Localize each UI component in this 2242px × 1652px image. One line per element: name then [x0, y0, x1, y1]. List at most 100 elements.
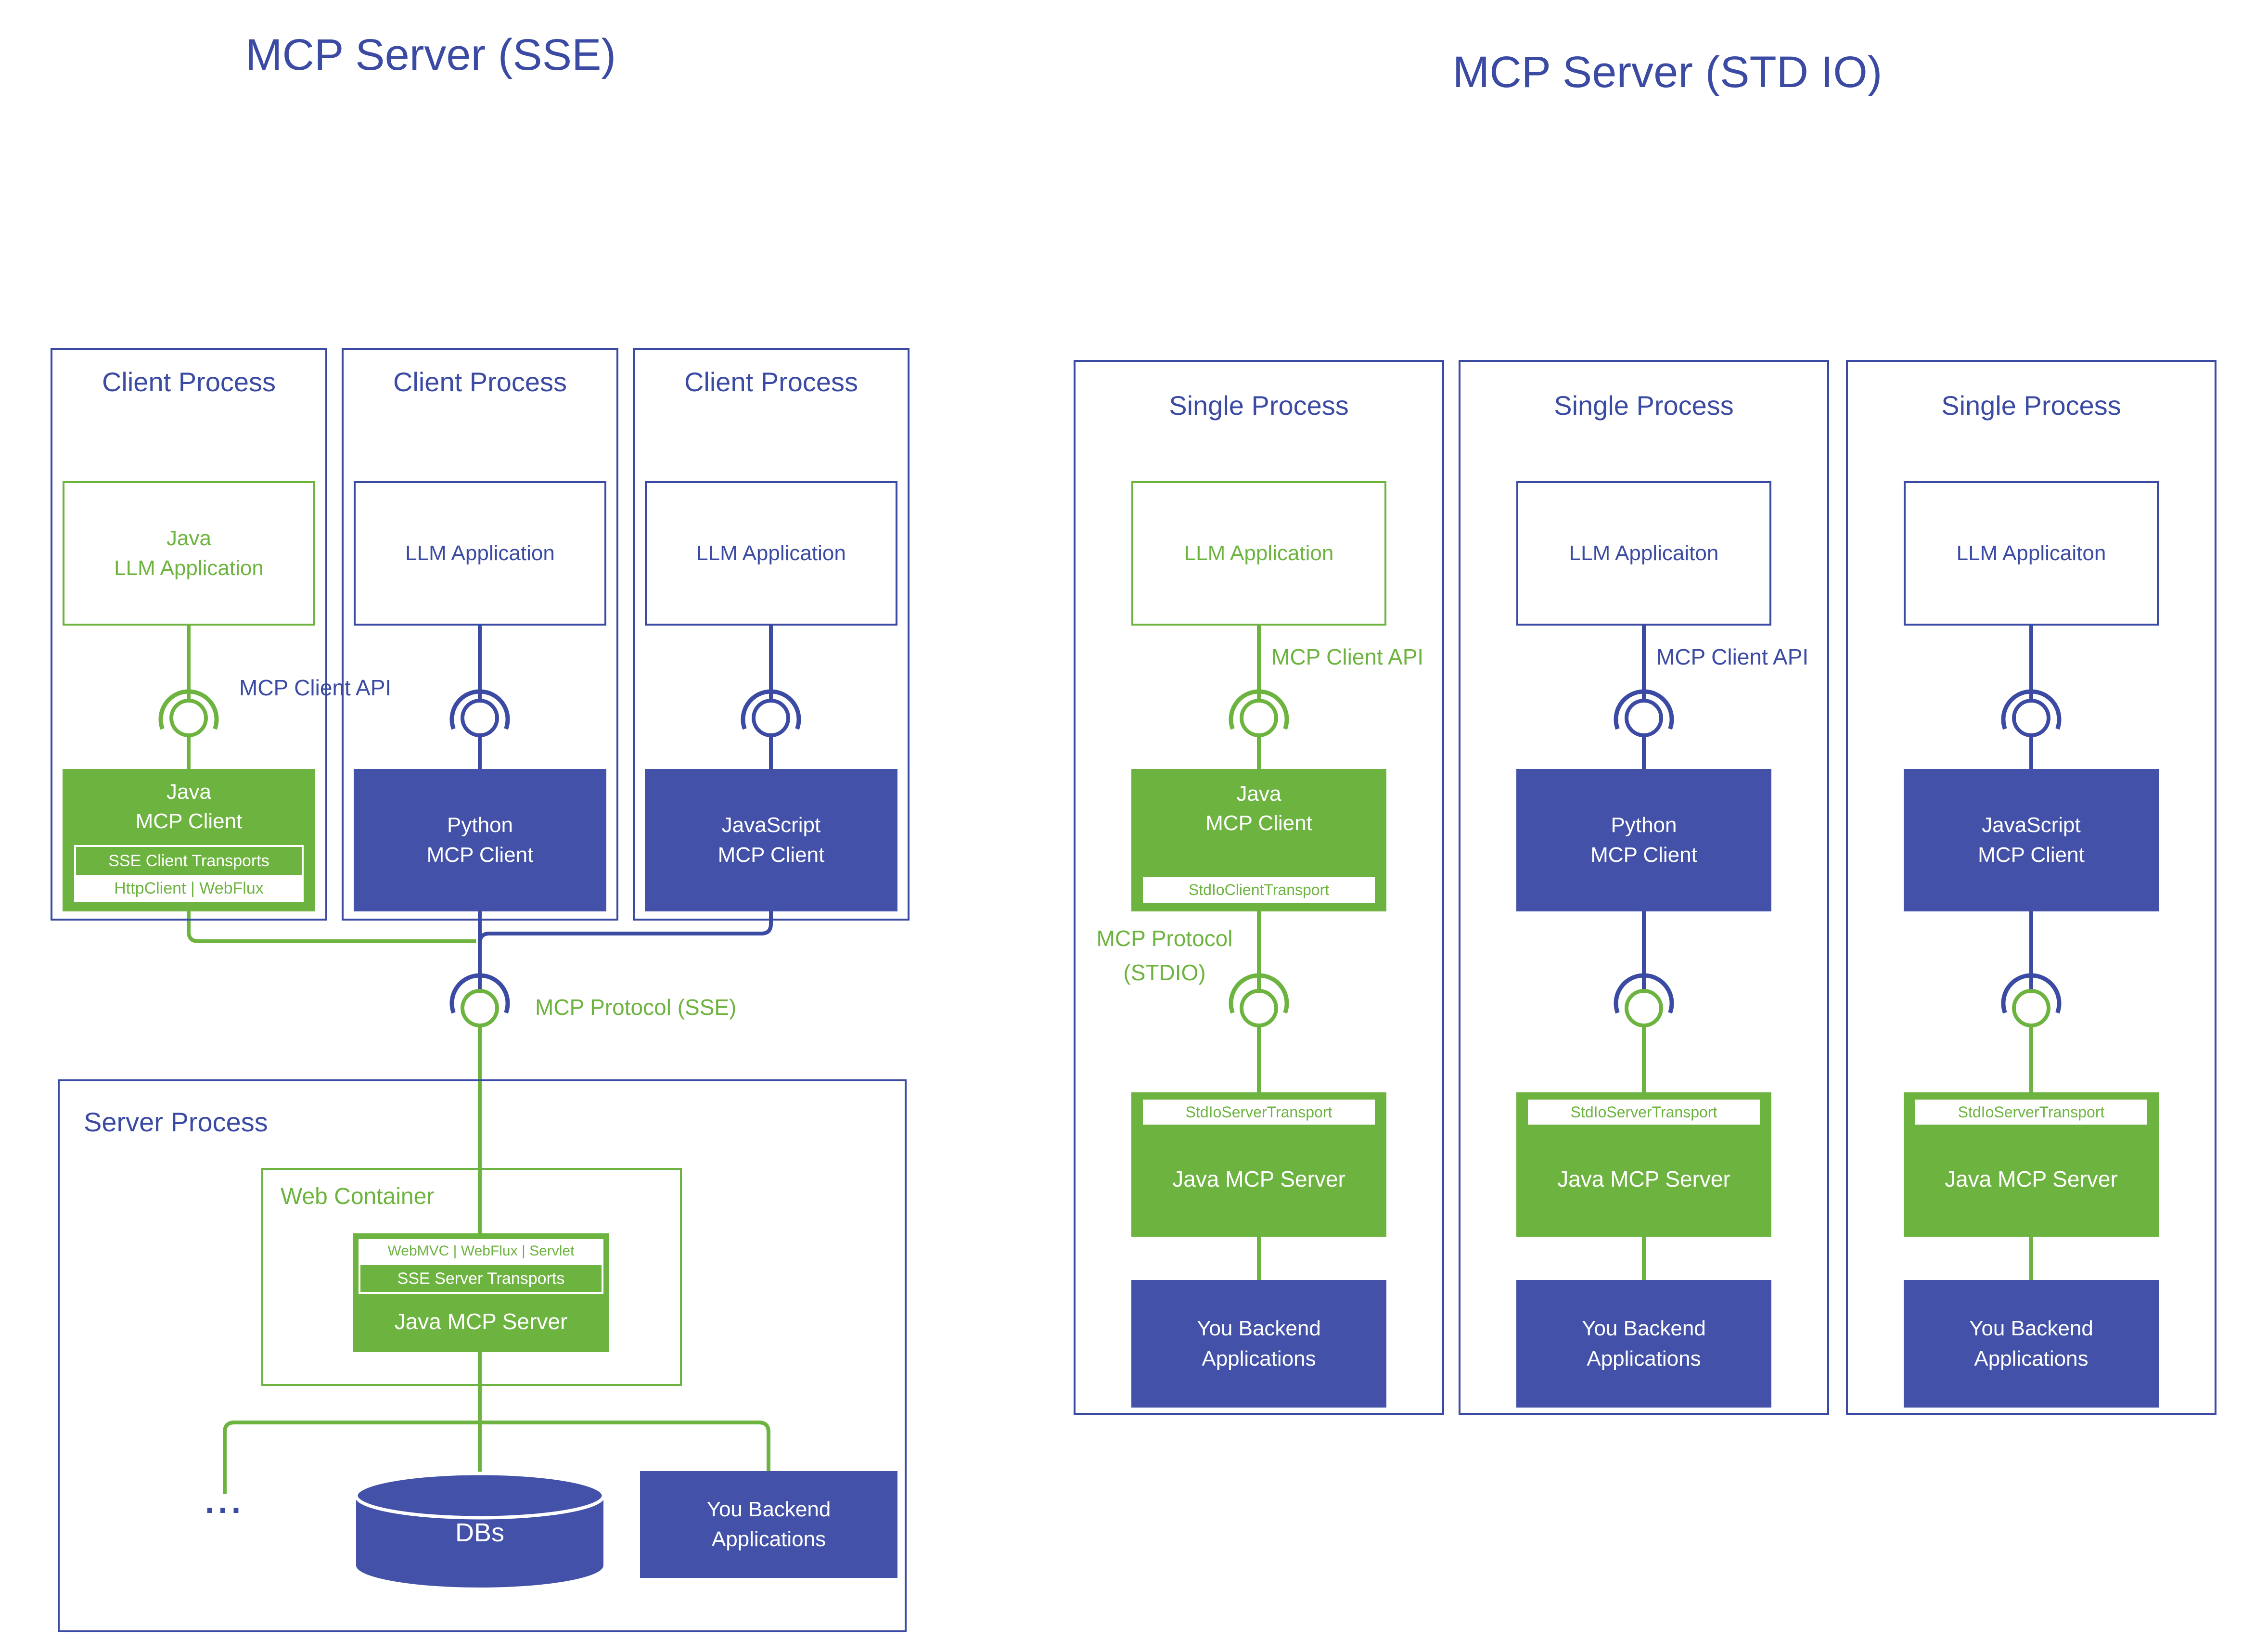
sse-section-title: MCP Server (SSE): [245, 30, 616, 79]
sse-python-mcp-client-line1: Python: [447, 813, 513, 837]
stdio3-javascript-mcp-client-line2: MCP Client: [1978, 843, 2085, 867]
stdio-client-transport-bar: StdIoClientTransport: [1143, 877, 1375, 903]
sse-mcp-client-api-label: MCP Client API: [239, 675, 392, 700]
sse-backend-apps-line2: Applications: [711, 1527, 826, 1551]
sse-client-transports-bar: SSE Client Transports: [74, 845, 304, 877]
stdio2-python-mcp-client: Python MCP Client: [1516, 769, 1771, 911]
stdio3-llm-app-label: LLM Applicaiton: [1956, 541, 2106, 565]
stdio3-protocol-socket-icon: [2001, 911, 2062, 1280]
httpclient-webflux-bar: HttpClient | WebFlux: [74, 875, 304, 902]
webmvc-webflux-servlet-bar: WebMVC | WebFlux | Servlet: [359, 1239, 603, 1263]
sse-server-process: Server Process: [58, 1079, 907, 1632]
sse-java-mcp-client-line2: MCP Client: [135, 809, 243, 833]
sse-llm-app-3: LLM Application: [645, 481, 897, 626]
sse-merge-lines: [187, 911, 773, 991]
sse-java-mcp-client: Java MCP Client SSE Client Transports Ht…: [63, 769, 315, 911]
web-container-title: Web Container: [281, 1184, 435, 1209]
stdio2-protocol-socket-icon: [1614, 911, 1674, 1280]
sse-client-process-2-title: Client Process: [393, 367, 567, 397]
stdio2-llm-app-label: LLM Applicaiton: [1569, 541, 1719, 565]
stdio2-backend-apps-box: You Backend Applications: [1516, 1280, 1771, 1408]
stdio3-javascript-mcp-client: JavaScript MCP Client: [1904, 769, 2159, 911]
more-targets-ellipsis: ...: [205, 1483, 245, 1520]
sse-backend-apps-line1: You Backend: [706, 1497, 831, 1521]
stdio2-mcp-client-api-label: MCP Client API: [1656, 644, 1809, 669]
sse-llm-app-1-line2: LLM Application: [114, 556, 264, 580]
stdio3-client-api-socket-icon: [2001, 626, 2062, 769]
stdio2-python-mcp-client-line1: Python: [1611, 813, 1677, 837]
database-cylinder-icon: [354, 1472, 605, 1588]
sse-javascript-mcp-client-line2: MCP Client: [717, 843, 825, 867]
sse-java-mcp-server-title: Java MCP Server: [394, 1308, 568, 1334]
stdio3-java-mcp-server-title: Java MCP Server: [1945, 1166, 2118, 1191]
sse-java-client-api-socket-icon: [158, 626, 219, 769]
stdio1-client-api-socket-icon: [1229, 626, 1289, 769]
stdio2-java-mcp-server: StdIoServerTransport Java MCP Server: [1516, 1092, 1771, 1237]
sse-protocol-socket-icon: [449, 973, 510, 1233]
stdio-protocol-line2: (STDIO): [1123, 960, 1206, 986]
sse-llm-app-2: LLM Application: [354, 481, 606, 626]
stdio1-mcp-client-api-label: MCP Client API: [1271, 644, 1424, 669]
sse-client-process-3: Client Process: [633, 348, 910, 921]
stdio2-python-mcp-client-line2: MCP Client: [1590, 843, 1697, 867]
stdio1-backend-line1: You Backend: [1197, 1317, 1321, 1341]
stdio1-java-mcp-client-label: Java MCP Client: [1131, 780, 1386, 838]
stdio1-protocol-socket-icon: [1229, 911, 1289, 1280]
stdio2-server-transport-bar: StdIoServerTransport: [1528, 1100, 1760, 1125]
sse-client-process-3-title: Client Process: [684, 367, 858, 397]
stdio-section-title: MCP Server (STD IO): [1452, 48, 1883, 97]
stdio3-server-transport-bar: StdIoServerTransport: [1915, 1100, 2147, 1125]
stdio3-llm-app: LLM Applicaiton: [1904, 481, 2159, 626]
sse-llm-app-3-label: LLM Application: [696, 541, 846, 565]
stdio3-javascript-mcp-client-line1: JavaScript: [1982, 813, 2081, 837]
stdio2-java-mcp-server-title: Java MCP Server: [1557, 1166, 1730, 1191]
sse-java-mcp-client-label: Java MCP Client: [63, 778, 315, 836]
sse-llm-app-1-line1: Java: [167, 526, 211, 550]
stdio-single-process-2: Single Process: [1459, 360, 1829, 1415]
stdio1-backend-apps-box: You Backend Applications: [1131, 1280, 1386, 1408]
stdio-protocol-label: MCP Protocol (STDIO): [1083, 922, 1246, 990]
sse-javascript-mcp-client-line1: JavaScript: [721, 813, 821, 837]
sse-client-process-1: Client Process: [51, 348, 327, 921]
stdio2-backend-line2: Applications: [1587, 1346, 1701, 1370]
sse-java-mcp-server: WebMVC | WebFlux | Servlet SSE Server Tr…: [353, 1233, 609, 1352]
stdio3-java-mcp-server: StdIoServerTransport Java MCP Server: [1904, 1092, 2159, 1237]
stdio1-llm-app: LLM Application: [1131, 481, 1386, 626]
sse-python-mcp-client-line2: MCP Client: [426, 843, 534, 867]
sse-javascript-mcp-client: JavaScript MCP Client: [645, 769, 897, 911]
stdio1-server-transport-bar: StdIoServerTransport: [1143, 1100, 1375, 1125]
stdio2-backend-line1: You Backend: [1582, 1317, 1706, 1341]
sse-java-mcp-client-line1: Java: [167, 780, 211, 804]
stdio2-client-api-socket-icon: [1614, 626, 1674, 769]
sse-javascript-client-api-socket-icon: [741, 626, 801, 769]
sse-python-client-api-socket-icon: [449, 626, 510, 769]
stdio3-backend-line1: You Backend: [1969, 1317, 2093, 1341]
stdio1-java-mcp-client-line1: Java: [1236, 782, 1281, 806]
sse-python-mcp-client: Python MCP Client: [354, 769, 606, 911]
stdio1-java-mcp-client: Java MCP Client StdIoClientTransport: [1131, 769, 1386, 911]
stdio-protocol-line1: MCP Protocol: [1096, 926, 1233, 951]
sse-llm-app-1: Java LLM Application: [63, 481, 315, 626]
sse-server-transports-bar: SSE Server Transports: [359, 1263, 603, 1294]
stdio-single-process-2-title: Single Process: [1554, 390, 1734, 421]
dbs-label: DBs: [455, 1518, 504, 1547]
stdio3-backend-apps-box: You Backend Applications: [1904, 1280, 2159, 1408]
stdio3-backend-line2: Applications: [1974, 1346, 2088, 1370]
sse-llm-app-2-label: LLM Application: [405, 541, 555, 565]
stdio-single-process-1-title: Single Process: [1169, 390, 1349, 421]
sse-client-process-1-title: Client Process: [102, 367, 276, 397]
stdio1-backend-line2: Applications: [1202, 1346, 1316, 1370]
stdio-single-process-3-title: Single Process: [1941, 390, 2121, 421]
sse-mcp-protocol-label: MCP Protocol (SSE): [535, 995, 737, 1020]
stdio-single-process-3: Single Process: [1846, 360, 2216, 1415]
stdio-single-process-1: Single Process: [1074, 360, 1444, 1415]
stdio1-java-mcp-client-line2: MCP Client: [1205, 811, 1312, 835]
sse-client-process-2: Client Process: [342, 348, 618, 921]
sse-server-fanout-lines: [223, 1352, 770, 1494]
stdio1-llm-app-label: LLM Application: [1184, 541, 1334, 565]
sse-server-process-title: Server Process: [84, 1107, 268, 1137]
sse-backend-apps-box: You Backend Applications: [640, 1471, 897, 1578]
web-container-box: Web Container: [261, 1168, 682, 1386]
